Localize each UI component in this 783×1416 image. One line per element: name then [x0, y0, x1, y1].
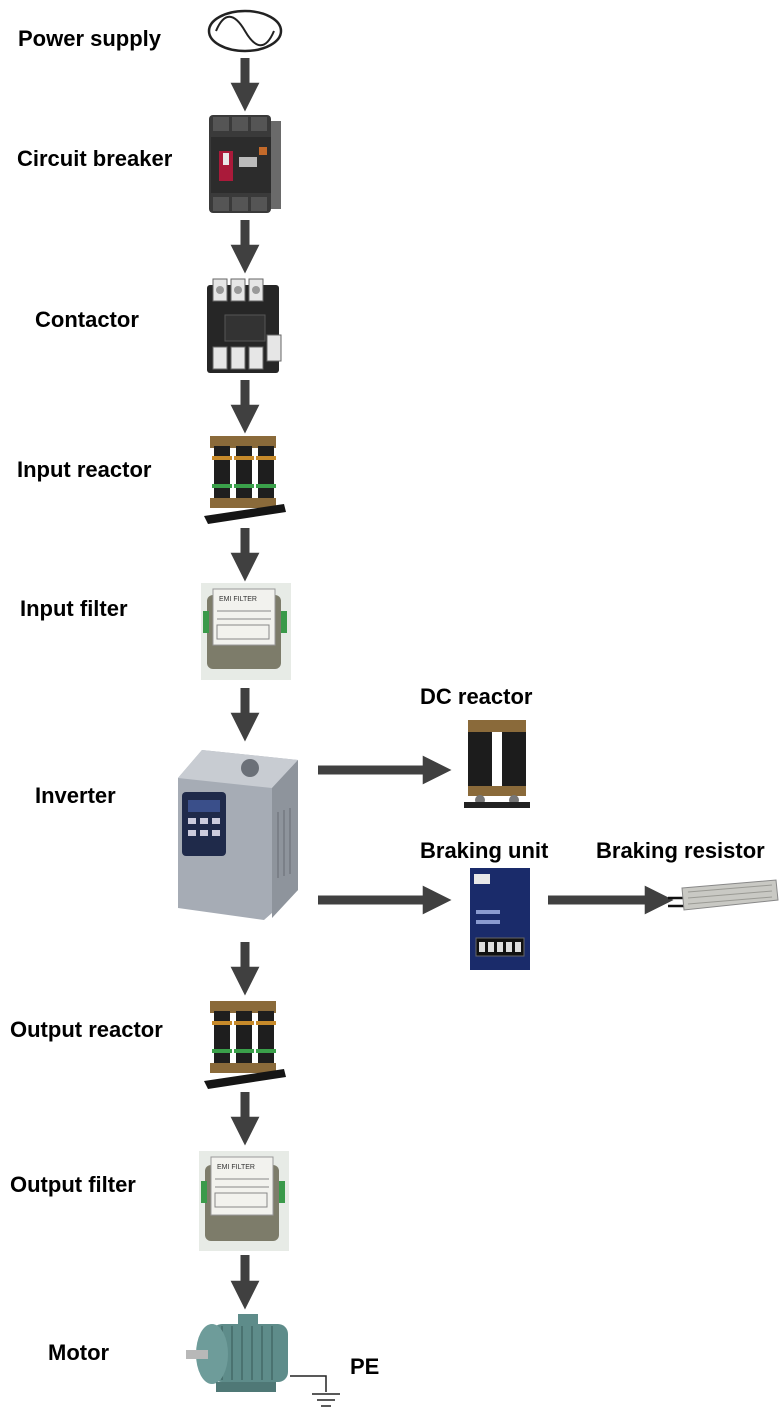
label-pe: PE [350, 1354, 380, 1379]
motor-image [186, 1310, 296, 1410]
label-braking-resistor: Braking resistor [596, 838, 765, 863]
dc-reactor-image [460, 718, 534, 810]
svg-text:EMI FILTER: EMI FILTER [219, 596, 257, 603]
label-output-reactor: Output reactor [10, 1017, 163, 1042]
label-inverter: Inverter [35, 783, 116, 808]
label-circuit-breaker: Circuit breaker [17, 146, 173, 171]
ac-power-supply-icon [206, 8, 284, 54]
circuit-breaker-image [205, 113, 285, 215]
label-motor: Motor [48, 1340, 110, 1365]
inverter-image [172, 748, 308, 924]
braking-unit-image [466, 866, 534, 972]
braking-resistor-image [668, 876, 780, 916]
ground-icon [290, 1366, 360, 1416]
input-filter-image: EMI FILTER [201, 583, 291, 680]
label-output-filter: Output filter [10, 1172, 136, 1197]
label-input-filter: Input filter [20, 596, 128, 621]
input-reactor-image [200, 432, 290, 526]
label-braking-unit: Braking unit [420, 838, 549, 863]
output-reactor-image [200, 997, 290, 1091]
label-input-reactor: Input reactor [17, 457, 152, 482]
output-filter-image: EMI FILTER [199, 1151, 289, 1251]
svg-text:EMI FILTER: EMI FILTER [217, 1164, 255, 1171]
label-dc-reactor: DC reactor [420, 684, 533, 709]
label-power-supply: Power supply [18, 26, 162, 51]
label-contactor: Contactor [35, 307, 139, 332]
contactor-image [203, 277, 285, 377]
